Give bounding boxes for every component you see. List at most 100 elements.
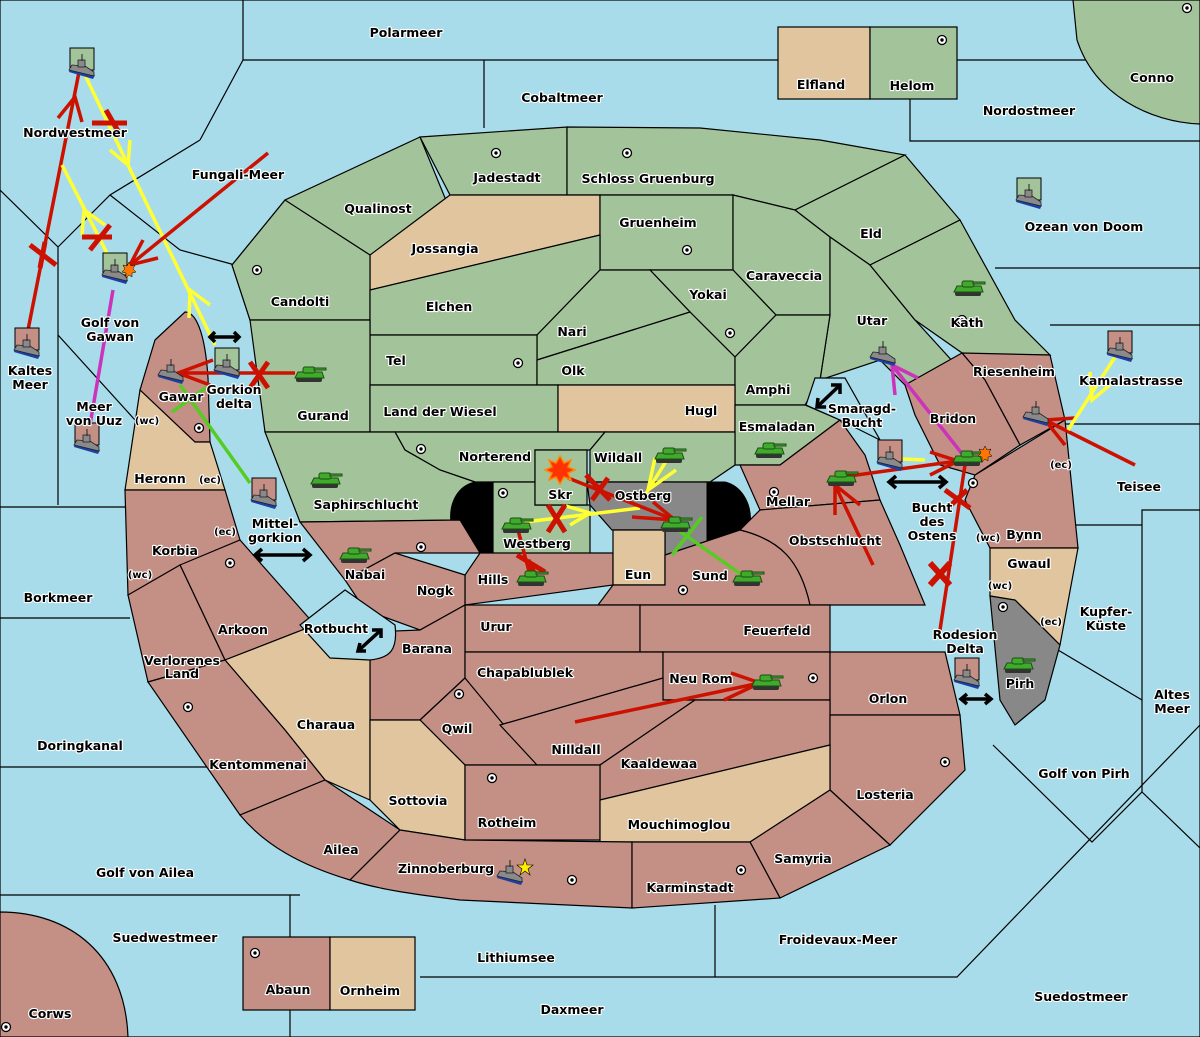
label-tel: Tel — [386, 353, 406, 368]
label-hills: Hills — [478, 572, 509, 587]
label-fungali-meer: Fungali-Meer — [192, 167, 285, 182]
order-move-arrow — [128, 151, 270, 267]
supply-center-dot — [494, 151, 498, 155]
fleet-unit-icon — [869, 341, 896, 366]
label-ornheim: Ornheim — [340, 983, 400, 998]
label-verlorenes-land-1: Verlorenes — [144, 653, 220, 668]
label-obstschlucht: Obstschlucht — [789, 533, 881, 548]
convoy-route-arrows — [207, 330, 994, 706]
supply-center-dot — [971, 481, 975, 485]
label-coast-heronn-ec: (ec) — [199, 475, 221, 486]
army-unit-icon — [751, 674, 784, 690]
label-kupfer-kueste-1: Kupfer- — [1080, 604, 1133, 619]
region-abaun — [242, 936, 331, 1011]
sea-labels: Polarmeer Cobaltmeer Nordwestmeer Fungal… — [7, 24, 1192, 1018]
label-saphirschlucht: Saphirschlucht — [314, 497, 419, 512]
border-line — [109, 194, 236, 266]
label-hugl: Hugl — [685, 403, 718, 418]
fleet-unit-icon — [157, 359, 184, 384]
label-golf-von-gawan-1: Golf von — [81, 315, 140, 330]
order-convoy-line — [88, 289, 115, 426]
label-qualinost: Qualinost — [344, 201, 411, 216]
label-feuerfeld: Feuerfeld — [743, 623, 810, 638]
army-unit-icon — [826, 470, 859, 486]
explosion-icon — [543, 454, 577, 486]
label-norterend: Norterend — [459, 449, 531, 464]
label-kupfer-kueste-2: Küste — [1086, 618, 1126, 633]
supply-center-dot — [419, 545, 423, 549]
label-rotbucht: Rotbucht — [304, 621, 368, 636]
supply-center-dot — [457, 692, 461, 696]
label-bucht-des-ostens-1: Bucht — [912, 500, 953, 515]
label-gorkion-delta-1: Gorkion — [206, 382, 261, 397]
label-ostberg: Ostberg — [615, 488, 672, 503]
label-coast-gwaul-wc: (wc) — [988, 581, 1012, 592]
arrowhead — [56, 93, 84, 123]
label-arkoon: Arkoon — [218, 622, 268, 637]
supply-center-dot — [811, 676, 815, 680]
region-elfland — [777, 26, 871, 100]
label-nabai: Nabai — [345, 567, 386, 582]
army-unit-icon — [732, 570, 765, 586]
label-suedostmeer: Suedostmeer — [1034, 989, 1128, 1004]
region-candolti — [231, 199, 371, 321]
label-helom: Helom — [890, 78, 935, 93]
label-neu-rom: Neu Rom — [669, 671, 732, 686]
supply-center-dot — [228, 561, 232, 565]
label-suedwestmeer: Suedwestmeer — [113, 930, 219, 945]
arrowhead — [565, 504, 595, 527]
label-nordostmeer: Nordostmeer — [983, 103, 1076, 118]
label-gawar: Gawar — [159, 389, 205, 404]
label-coast-bridon-ec: (ec) — [1050, 460, 1072, 471]
arrowhead — [187, 286, 212, 319]
label-froidevaux-meer: Froidevaux-Meer — [779, 932, 898, 947]
label-golf-von-ailea: Golf von Ailea — [96, 865, 194, 880]
label-golf-von-pirh: Golf von Pirh — [1038, 766, 1129, 781]
label-sund: Sund — [692, 568, 728, 583]
label-qwil: Qwil — [442, 721, 473, 736]
label-rodesion-delta-2: Delta — [946, 641, 984, 656]
label-westberg: Westberg — [503, 536, 571, 551]
region-corws — [0, 911, 129, 1037]
label-borkmeer: Borkmeer — [24, 590, 94, 605]
label-meer-von-uuz-1: Meer — [76, 399, 112, 414]
fleet-unit-icon — [1106, 330, 1133, 362]
label-charaua: Charaua — [297, 717, 355, 732]
order-convoy-line — [890, 363, 965, 457]
label-bynn: Bynn — [1006, 527, 1041, 542]
arrowhead — [80, 206, 107, 236]
label-nordwestmeer: Nordwestmeer — [23, 125, 128, 140]
label-coast-gawar-wc: (wc) — [135, 416, 159, 427]
label-mittelgorkion-1: Mittel- — [252, 516, 299, 531]
army-unit-icon — [501, 517, 534, 533]
label-bucht-des-ostens-2: des — [920, 514, 945, 529]
army-unit-icon — [953, 280, 986, 296]
label-losteria: Losteria — [856, 787, 913, 802]
label-gruenheim: Gruenheim — [619, 215, 696, 230]
label-daxmeer: Daxmeer — [540, 1002, 604, 1017]
label-mouchimoglou: Mouchimoglou — [628, 817, 731, 832]
army-unit-icon — [952, 450, 985, 466]
arrowhead — [1088, 371, 1112, 404]
supply-center-dot — [4, 1025, 8, 1029]
label-urur: Urur — [480, 619, 512, 634]
label-kentommenai: Kentommenai — [209, 757, 307, 772]
label-meer-von-uuz-2: von Uuz — [66, 413, 122, 428]
supply-center-dot — [197, 426, 201, 430]
label-mittelgorkion-2: gorkion — [248, 530, 302, 545]
explosion-icon — [121, 261, 137, 279]
border-line — [715, 724, 1200, 978]
label-abaun: Abaun — [266, 982, 311, 997]
fleet-unit-icon — [1022, 401, 1049, 426]
label-golf-von-gawan-2: Gawan — [86, 329, 134, 344]
label-samyria: Samyria — [774, 851, 832, 866]
label-doringkanal: Doringkanal — [37, 738, 123, 753]
fleet-unit-icon — [73, 422, 100, 454]
label-gorkion-delta-2: delta — [216, 396, 252, 411]
label-gwaul: Gwaul — [1007, 556, 1050, 571]
border-line — [992, 744, 1200, 849]
region-nabai — [298, 519, 482, 581]
units — [13, 47, 1133, 885]
label-verlorenes-land-2: Land — [165, 666, 199, 681]
